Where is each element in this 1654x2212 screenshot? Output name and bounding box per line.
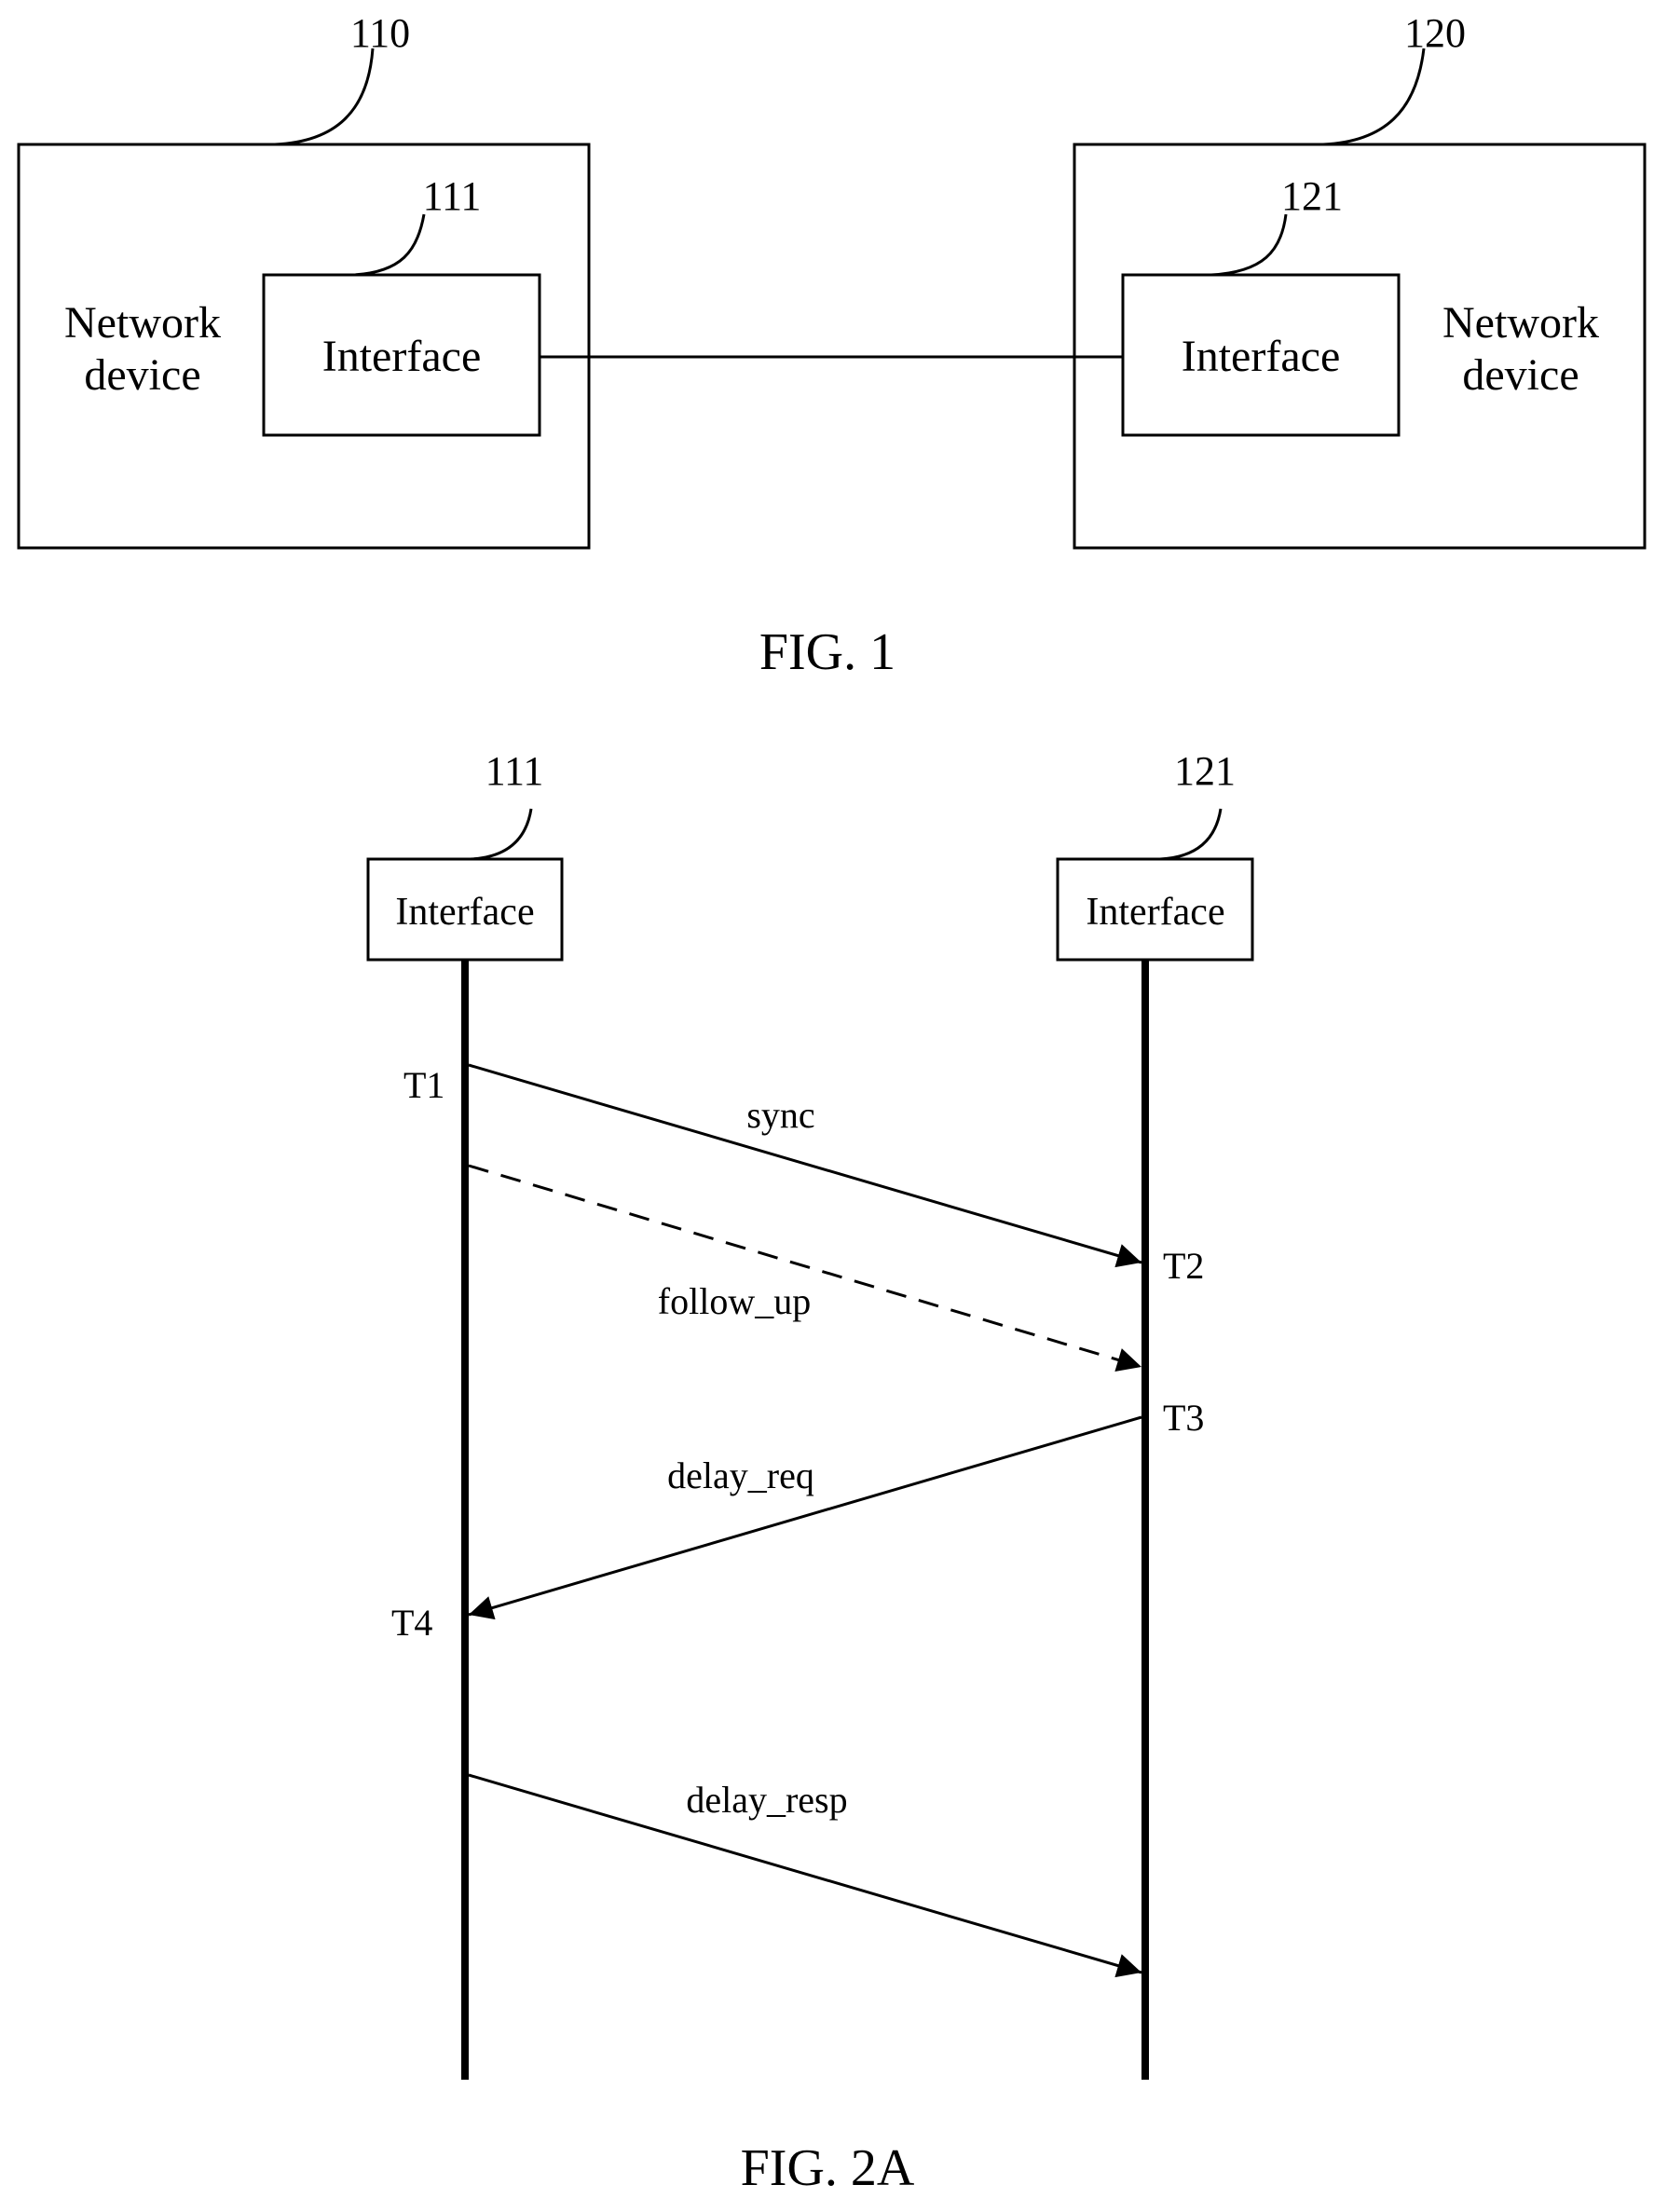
message-follow-up: follow_up — [469, 1166, 1141, 1367]
fig2a-caption: FIG. 2A — [741, 2139, 915, 2197]
message-arrow-delay-req — [469, 1417, 1141, 1615]
message-label-delay-req: delay_req — [667, 1454, 814, 1496]
network-device-label-right-line1: Network — [1442, 298, 1599, 348]
participant-label-121: Interface — [1086, 891, 1224, 934]
message-label-delay-resp: delay_resp — [686, 1779, 847, 1821]
ref-label-121: 121 — [1281, 173, 1343, 219]
network-device-label-line1: Network — [64, 298, 221, 348]
network-device-label-line2: device — [84, 350, 200, 400]
message-label-follow-up: follow_up — [658, 1280, 811, 1322]
message-delay-req: delay_req — [469, 1417, 1141, 1615]
message-label-sync: sync — [746, 1094, 814, 1136]
timestamp-t3: T3 — [1163, 1397, 1204, 1439]
ref-label-2a-111: 111 — [485, 748, 544, 794]
interface-111: 111 Interface — [264, 173, 540, 435]
leader-line-110 — [275, 48, 373, 144]
ref-label-110: 110 — [350, 10, 410, 56]
participant-121: 121 Interface — [1058, 748, 1252, 2080]
leader-line-2a-121 — [1160, 809, 1221, 859]
participant-111: 111 Interface — [368, 748, 562, 2080]
leader-line-111 — [354, 214, 424, 275]
leader-line-120 — [1323, 48, 1424, 144]
participant-label-111: Interface — [395, 891, 534, 934]
timestamp-t2: T2 — [1163, 1245, 1204, 1287]
ref-label-120: 120 — [1404, 10, 1466, 56]
timestamp-t1: T1 — [403, 1064, 444, 1106]
fig2a: 111 Interface 121 Interface T1 T2 T3 T4 … — [368, 748, 1252, 2197]
ref-label-111: 111 — [423, 173, 482, 219]
timestamp-t4: T4 — [391, 1602, 432, 1644]
interface-label-111: Interface — [322, 332, 482, 381]
message-arrow-follow-up — [469, 1166, 1141, 1367]
message-sync: sync — [469, 1065, 1141, 1263]
message-delay-resp: delay_resp — [469, 1775, 1141, 1973]
network-device-110: 110 Network device 111 Interface — [19, 10, 589, 548]
leader-line-121 — [1211, 214, 1286, 275]
network-device-label-right-line2: device — [1462, 350, 1579, 400]
network-device-120: 120 Network device 121 Interface — [1074, 10, 1645, 548]
fig1-caption: FIG. 1 — [759, 623, 895, 681]
leader-line-2a-111 — [471, 809, 531, 859]
fig1: 110 Network device 111 Interface 120 Net… — [19, 10, 1645, 681]
interface-label-121: Interface — [1182, 332, 1341, 381]
interface-121: 121 Interface — [1123, 173, 1399, 435]
ref-label-2a-121: 121 — [1174, 748, 1236, 794]
